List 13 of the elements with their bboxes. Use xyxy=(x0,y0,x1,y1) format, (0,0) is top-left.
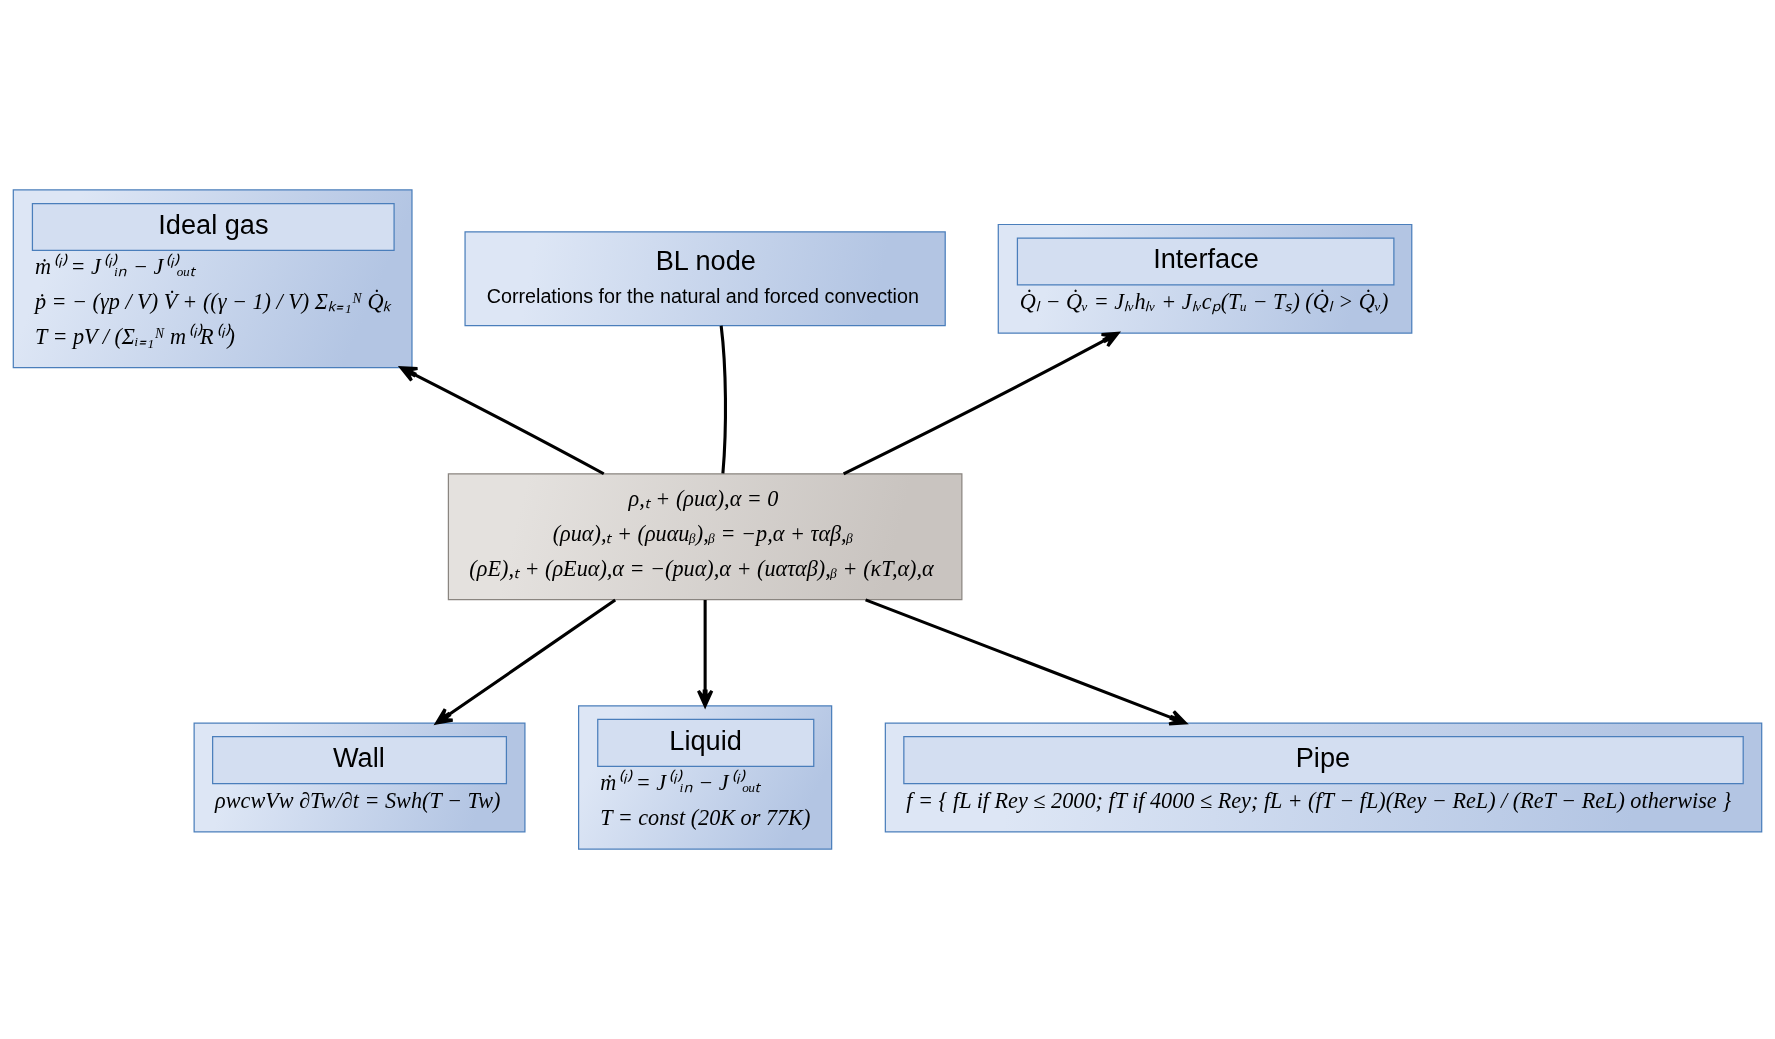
node-box: Wall ρwcwVw ∂Tw/∂t = Swh(T − Tw) xyxy=(193,722,526,833)
connector xyxy=(719,325,728,474)
node-box: Pipe f = { fL if Rey ≤ 2000; fT if 4000 ≤ Rey; fL + (fT − fL)(Rey − ReL) / (ReT − ReL) otherwise } xyxy=(884,722,1763,833)
arrow xyxy=(696,600,714,708)
arrow xyxy=(435,598,617,725)
arrow xyxy=(865,598,1187,726)
node-box: Liquid ṁ⁽ⁱ⁾ = J⁽ⁱ⁾ᵢₙ − J⁽ⁱ⁾ₒᵤₜ T = const (20K or 77K) xyxy=(578,705,833,850)
node-box: Interface Q̇ₗ − Q̇ᵥ = Jₗᵥhₗᵥ + Jₗᵥcₚ(Tᵤ − Tₛ) (Q̇ₗ > Q̇ᵥ) xyxy=(997,223,1413,334)
node-box: Ideal gas ṁ⁽ⁱ⁾ = J⁽ⁱ⁾ᵢₙ − J⁽ⁱ⁾ₒᵤₜ ṗ = − (γp / V) V̇ + ((γ − 1) / V) Σₖ₌₁ᴺ Q̇ₖ T = pV / (Σᵢ₌₁ᴺ m⁽ⁱ⁾R⁽ⁱ⁾) xyxy=(12,189,413,369)
node-box: ρ,ₜ + (ρuα),α = 0 (ρuα),ₜ + (ρuαuᵦ),ᵦ = −p,α + ταβ,ᵦ (ρE),ₜ + (ρEuα),α = −(puα),α + (uαταβ),ᵦ + (κT,α),α xyxy=(447,473,963,601)
node-box: BL node Correlations for the natural and forced convection xyxy=(464,231,946,327)
arrow xyxy=(399,366,605,476)
arrow xyxy=(842,331,1120,476)
